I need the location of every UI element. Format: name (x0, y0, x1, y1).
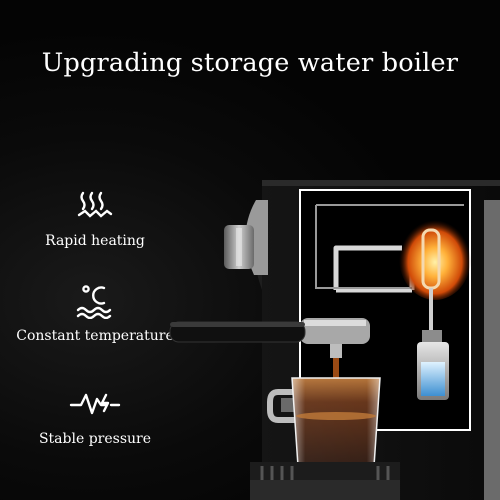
knob-cap (236, 228, 242, 266)
feature-rapid-heating: Rapid heating (0, 190, 190, 249)
flame-heater (399, 216, 471, 300)
feature-stable-pressure: Stable pressure (0, 387, 190, 447)
feature-label: Constant temperature (16, 328, 174, 344)
feature-label: Rapid heating (45, 233, 145, 249)
celsius-water-icon (76, 285, 112, 319)
machine-top (262, 180, 500, 186)
spout (330, 344, 342, 358)
feature-label: Stable pressure (38, 431, 152, 447)
heat-waves-icon (77, 191, 113, 218)
tank-cap (422, 330, 442, 342)
pressure-pulse-icon (69, 393, 121, 415)
page-title: Upgrading storage water boiler (41, 48, 459, 78)
machine-side-panel (484, 200, 500, 500)
feature-constant-temperature: Constant temperature (0, 283, 190, 344)
espresso-glass-handle (267, 389, 296, 423)
water-level (421, 362, 445, 396)
